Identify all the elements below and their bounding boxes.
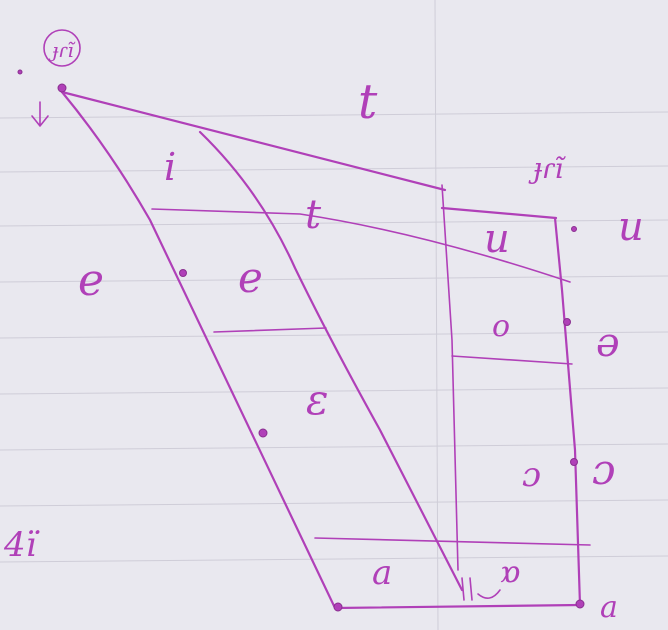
margin-note: 4ï <box>3 525 40 565</box>
open-mid-label: ɛ <box>306 375 329 424</box>
back-close-mid-label: o <box>492 309 510 344</box>
top-corner-label: ɟɾĩ <box>48 38 76 62</box>
front-open-dot <box>333 602 343 612</box>
open-mid-divider <box>314 537 591 546</box>
back-close-mid-outer-label: ə <box>596 320 620 366</box>
back-mid-divider <box>451 355 573 365</box>
back-open-mid-label: ɔ <box>522 455 541 495</box>
back-close-mid-dot <box>563 318 571 326</box>
central-close-label: t <box>305 192 322 238</box>
close-mid-divider <box>213 327 327 333</box>
back-open-mid-dot <box>570 458 578 466</box>
front-label: t <box>358 74 378 130</box>
back-box-top-edge <box>440 206 558 220</box>
back-close-dot <box>571 226 577 232</box>
close-mid-outer-label: e <box>78 255 104 306</box>
central-curve <box>198 130 464 592</box>
trapezoid-top-edge <box>60 90 447 192</box>
front-open-mid-dot <box>258 428 268 438</box>
top-corner-circle <box>43 29 81 67</box>
back-close-label: u <box>484 216 510 262</box>
back-close-outer-label: u <box>618 204 644 250</box>
top-corner-dot <box>57 83 67 93</box>
trapezoid-front-edge <box>60 90 337 610</box>
trapezoid-back-edge <box>553 216 582 607</box>
close-mid-inner-label: e <box>238 253 263 302</box>
front-close-mid-dot <box>179 269 187 277</box>
central-vertical-line <box>441 184 459 571</box>
close-divider <box>151 208 571 283</box>
back-label: ɟɾĩ <box>528 152 566 185</box>
back-open-mid-outer-label: ɔ <box>592 445 616 494</box>
back-open-outer-label: a <box>600 590 618 625</box>
bottom-tick-marks <box>461 577 501 601</box>
back-open-dot <box>575 599 585 609</box>
stray-dot <box>17 69 23 75</box>
arrow-icon <box>31 101 49 127</box>
front-close-label: i <box>164 145 176 189</box>
back-open-label: ɒ <box>500 555 520 590</box>
trapezoid-bottom-edge <box>333 603 582 610</box>
open-inner-label: a <box>372 553 392 593</box>
